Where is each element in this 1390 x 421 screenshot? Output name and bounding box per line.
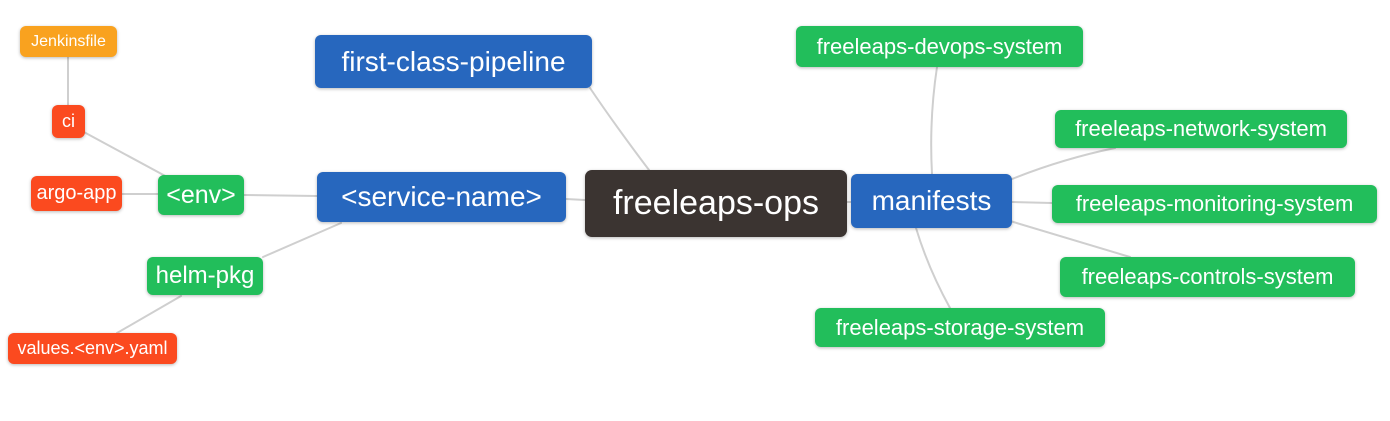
edge-first-class-pipeline-root xyxy=(589,87,650,171)
edge-manifests-storage xyxy=(915,227,951,309)
node-freeleaps-monitoring-system[interactable]: freeleaps-monitoring-system xyxy=(1052,185,1377,223)
edge-manifests-monitoring xyxy=(1011,201,1053,204)
edge-manifests-controls xyxy=(1009,220,1131,258)
node-first-class-pipeline[interactable]: first-class-pipeline xyxy=(315,35,592,88)
node-freeleaps-storage-system[interactable]: freeleaps-storage-system xyxy=(815,308,1105,347)
node-freeleaps-controls-system[interactable]: freeleaps-controls-system xyxy=(1060,257,1355,297)
edge-values-helm-pkg xyxy=(116,295,182,334)
node-ci[interactable]: ci xyxy=(52,105,85,138)
node-jenkinsfile[interactable]: Jenkinsfile xyxy=(20,26,117,57)
node-service-name[interactable]: <service-name> xyxy=(317,172,566,222)
edge-service-name-root xyxy=(565,198,586,201)
edge-ci-env xyxy=(81,130,170,179)
node-manifests[interactable]: manifests xyxy=(851,174,1012,228)
node-argo-app[interactable]: argo-app xyxy=(31,176,122,211)
node-values-env-yaml[interactable]: values.<env>.yaml xyxy=(8,333,177,364)
node-root-freeleaps-ops[interactable]: freeleaps-ops xyxy=(585,170,847,237)
node-freeleaps-devops-system[interactable]: freeleaps-devops-system xyxy=(796,26,1083,67)
edge-manifests-devops xyxy=(930,66,938,175)
edge-manifests-network xyxy=(1011,147,1116,180)
node-helm-pkg[interactable]: helm-pkg xyxy=(147,257,263,295)
node-env[interactable]: <env> xyxy=(158,175,244,215)
edge-helm-pkg-service-name xyxy=(262,222,342,258)
edge-env-service-name xyxy=(243,194,318,197)
node-freeleaps-network-system[interactable]: freeleaps-network-system xyxy=(1055,110,1347,148)
